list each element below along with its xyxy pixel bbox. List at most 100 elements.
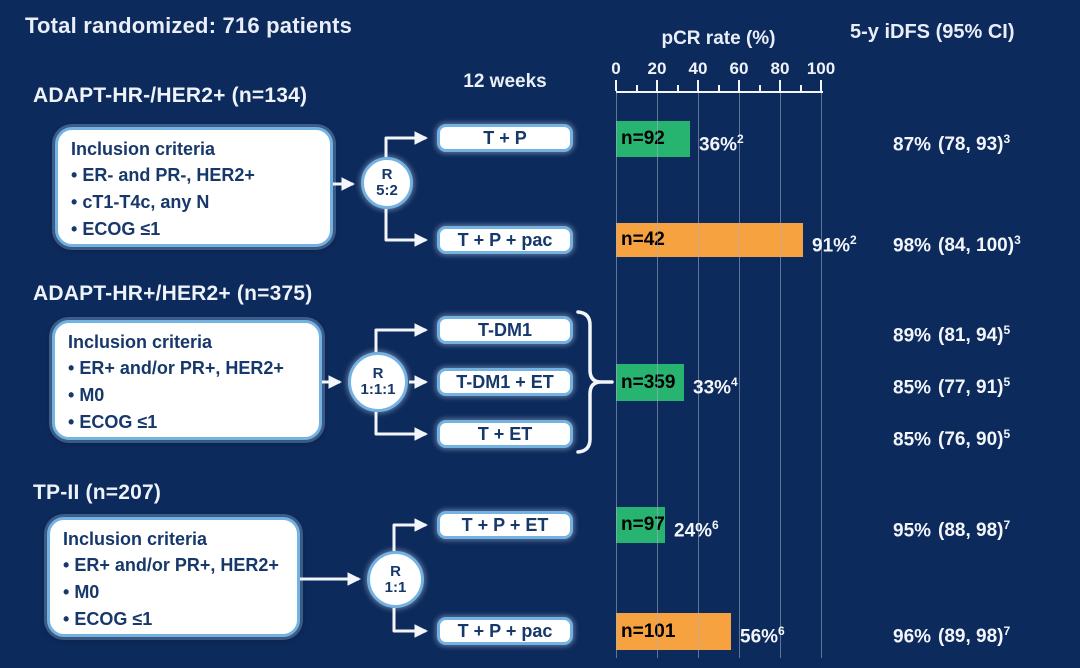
footnote-ref: 2 [737,132,744,146]
idfs-value: 87%(78, 93)3 [893,126,1010,158]
inclusion-bullet: cT1-T4c, any N [71,189,318,216]
figure-title: Total randomized: 716 patients [25,13,353,38]
gridline [739,93,740,658]
idfs-percent: 87% [893,134,932,156]
inclusion-title: Inclusion criteria [68,332,213,352]
pcr-percent: 91% [812,235,851,257]
idfs-value: 89% (81, 94)5 [893,317,1010,349]
inclusion-bullet: M0 [63,579,285,606]
idfs-ci: (81, 94) [938,325,1004,347]
bar-n-label: n=92 [621,128,665,149]
bar-tpet: n=97 [616,507,665,543]
pcr-percent: 33% [693,377,732,399]
group3-arm-2-box: T + P + pac [437,617,573,645]
randomization-ratio: 5:2 [376,182,398,199]
pcr-value-label: 36%2 [699,126,744,158]
x-tick-label: 60 [729,59,749,78]
idfs-value: 95% (88, 98)7 [893,512,1010,544]
pcr-value-label: 91%2 [812,227,857,259]
footnote-ref: 4 [731,375,738,389]
axis-tick-minor [676,85,679,91]
footnote-ref: 2 [850,233,857,247]
group2-arm-2-box: T-DM1 + ET [437,368,573,396]
idfs-ci: (77, 91) [938,377,1004,399]
footnote-ref: 5 [1003,375,1011,389]
gridline [780,93,781,658]
idfs-percent: 98% [893,235,932,257]
inclusion-bullet: ER+ and/or PR+, HER2+ [63,552,285,579]
gridline [657,93,658,658]
footnote-ref: 5 [1003,427,1011,441]
footnote-ref: 6 [712,518,719,532]
group2-randomization-circle: R 1:1:1 [348,352,408,412]
bar-n-label: n=42 [621,229,665,250]
axis-tick-major [738,80,740,91]
randomization-ratio: 1:1 [384,578,407,596]
bar-tp: n=92 [616,121,690,157]
pcr-value-label: 24%6 [674,512,719,544]
idfs-value: 98%(84, 100)3 [893,227,1021,259]
idfs-ci: (88, 98) [938,520,1004,542]
bar-n-label: n=97 [621,514,665,535]
idfs-value: 96%(89, 98)7 [893,618,1010,650]
idfs-percent: 89% [893,325,932,347]
column-header-timepoint: 12 weeks [463,71,547,92]
gridline [698,93,699,658]
column-header-idfs: 5-y iDFS (95% CI) [850,21,1015,43]
group2-header: ADAPT-HR+/HER2+ (n=375) [33,282,313,305]
idfs-ci: (84, 100) [938,235,1015,257]
gridline [616,93,617,658]
x-tick-label: 0 [611,59,621,78]
axis-tick-minor [635,85,638,91]
randomization-r: R [372,365,384,382]
bar-n-label: n=101 [621,620,676,642]
column-header-pcr: pCR rate (%) [661,28,776,49]
group2-inclusion-box: Inclusion criteria ER+ and/or PR+, HER2+… [52,320,322,440]
pcr-percent: 56% [740,626,779,648]
axis-tick-major [820,80,822,91]
footnote-ref: 7 [1003,624,1011,638]
bar-tppac: n=42 [616,223,803,257]
inclusion-bullet: M0 [68,382,307,409]
x-tick-label: 100 [806,59,836,78]
bar-n-label: n=359 [621,371,676,393]
idfs-percent: 85% [893,429,932,451]
inclusion-title: Inclusion criteria [63,529,208,549]
gridline [821,93,822,658]
footnote-ref: 5 [1003,323,1011,337]
footnote-ref: 7 [1003,518,1011,532]
inclusion-title: Inclusion criteria [71,139,216,159]
randomization-r: R [381,166,393,183]
group3-arm-1-box: T + P + ET [437,511,573,539]
axis-tick-minor [717,85,720,91]
group1-header: ADAPT-HR-/HER2+ (n=134) [33,84,308,107]
bar-tppac-tp2: n=101 [616,613,731,650]
pcr-percent: 36% [699,134,738,156]
footnote-ref: 3 [1003,132,1011,146]
x-tick-label: 80 [770,59,790,78]
group1-randomization-circle: R 5:2 [361,157,413,209]
inclusion-bullet: ER- and PR-, HER2+ [71,162,318,189]
pcr-value-label: 56%6 [740,618,785,650]
group1-inclusion-box: Inclusion criteria ER- and PR-, HER2+ cT… [55,127,333,247]
axis-tick-major [656,80,658,91]
idfs-percent: 95% [893,520,932,542]
bar-adapt-hrpos-pooled: n=359 [616,364,684,401]
axis-tick-minor [799,85,802,91]
idfs-percent: 85% [893,377,932,399]
pcr-value-label: 33%4 [693,369,738,401]
axis-tick-major [697,80,699,91]
idfs-value: 85%(76, 90)5 [893,421,1010,453]
group2-arm-3-box: T + ET [437,420,573,448]
inclusion-bullet: ER+ and/or PR+, HER2+ [68,355,307,382]
group1-arm-2-box: T + P + pac [437,226,573,254]
randomization-ratio: 1:1:1 [360,381,396,398]
group1-arm-1-box: T + P [437,124,573,152]
group3-inclusion-box: Inclusion criteria ER+ and/or PR+, HER2+… [47,517,300,637]
pcr-percent: 24% [674,520,713,542]
group2-arm-1-box: T-DM1 [437,316,573,344]
inclusion-bullet: ECOG ≤1 [63,606,285,633]
inclusion-bullet: ECOG ≤1 [71,216,318,243]
